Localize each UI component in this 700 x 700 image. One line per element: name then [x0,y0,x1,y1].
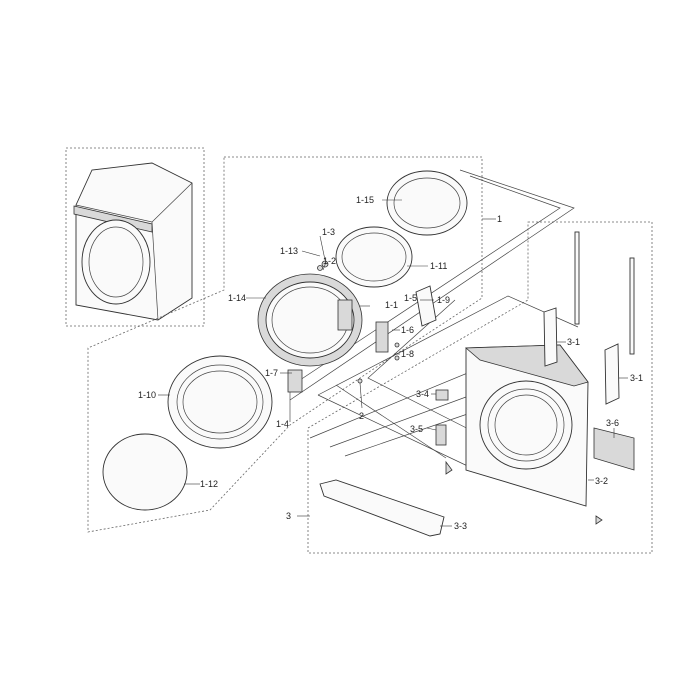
front-panel [464,344,589,507]
label-1-1: 1-1 [385,300,398,310]
label-3-1-left: 3-1 [567,337,580,347]
label-3-5: 3-5 [410,424,423,434]
label-1-9: 1-9 [437,295,450,305]
label-3-1-right: 3-1 [630,373,643,383]
door-glass-front [102,433,188,511]
label-3-6: 3-6 [606,418,619,428]
label-1-6: 1-6 [401,325,414,335]
kick-plate [319,479,445,537]
label-1-2: 1-2 [323,256,336,266]
label-3-2: 3-2 [595,476,608,486]
label-1-8: 1-8 [401,349,414,359]
label-1: 1 [497,214,502,224]
door-glass-outer [386,170,468,236]
label-1-12: 1-12 [200,479,218,489]
label-3-4: 3-4 [416,389,429,399]
panel-small-parts [435,389,603,525]
door-frame [257,273,363,367]
label-1-7: 1-7 [265,368,278,378]
label-3-3: 3-3 [454,521,467,531]
leader-lines [158,199,628,527]
label-3: 3 [286,511,291,521]
label-1-13: 1-13 [280,246,298,256]
panel-brackets [543,231,635,405]
door-assembly-outline [87,156,483,533]
label-2: 2 [359,411,364,421]
label-1-5: 1-5 [404,293,417,303]
filter-mesh [593,427,635,471]
label-1-15: 1-15 [356,195,374,205]
door-cover-ring [167,355,273,449]
front-panel-outline [307,221,653,554]
label-1-11: 1-11 [430,261,447,271]
label-1-4: 1-4 [276,419,289,429]
label-1-10: 1-10 [138,390,156,400]
label-1-14: 1-14 [228,293,246,303]
door-gasket [335,226,413,288]
label-1-3: 1-3 [322,227,335,237]
small-parts [287,260,437,409]
dryer-overview-inset [65,147,205,327]
